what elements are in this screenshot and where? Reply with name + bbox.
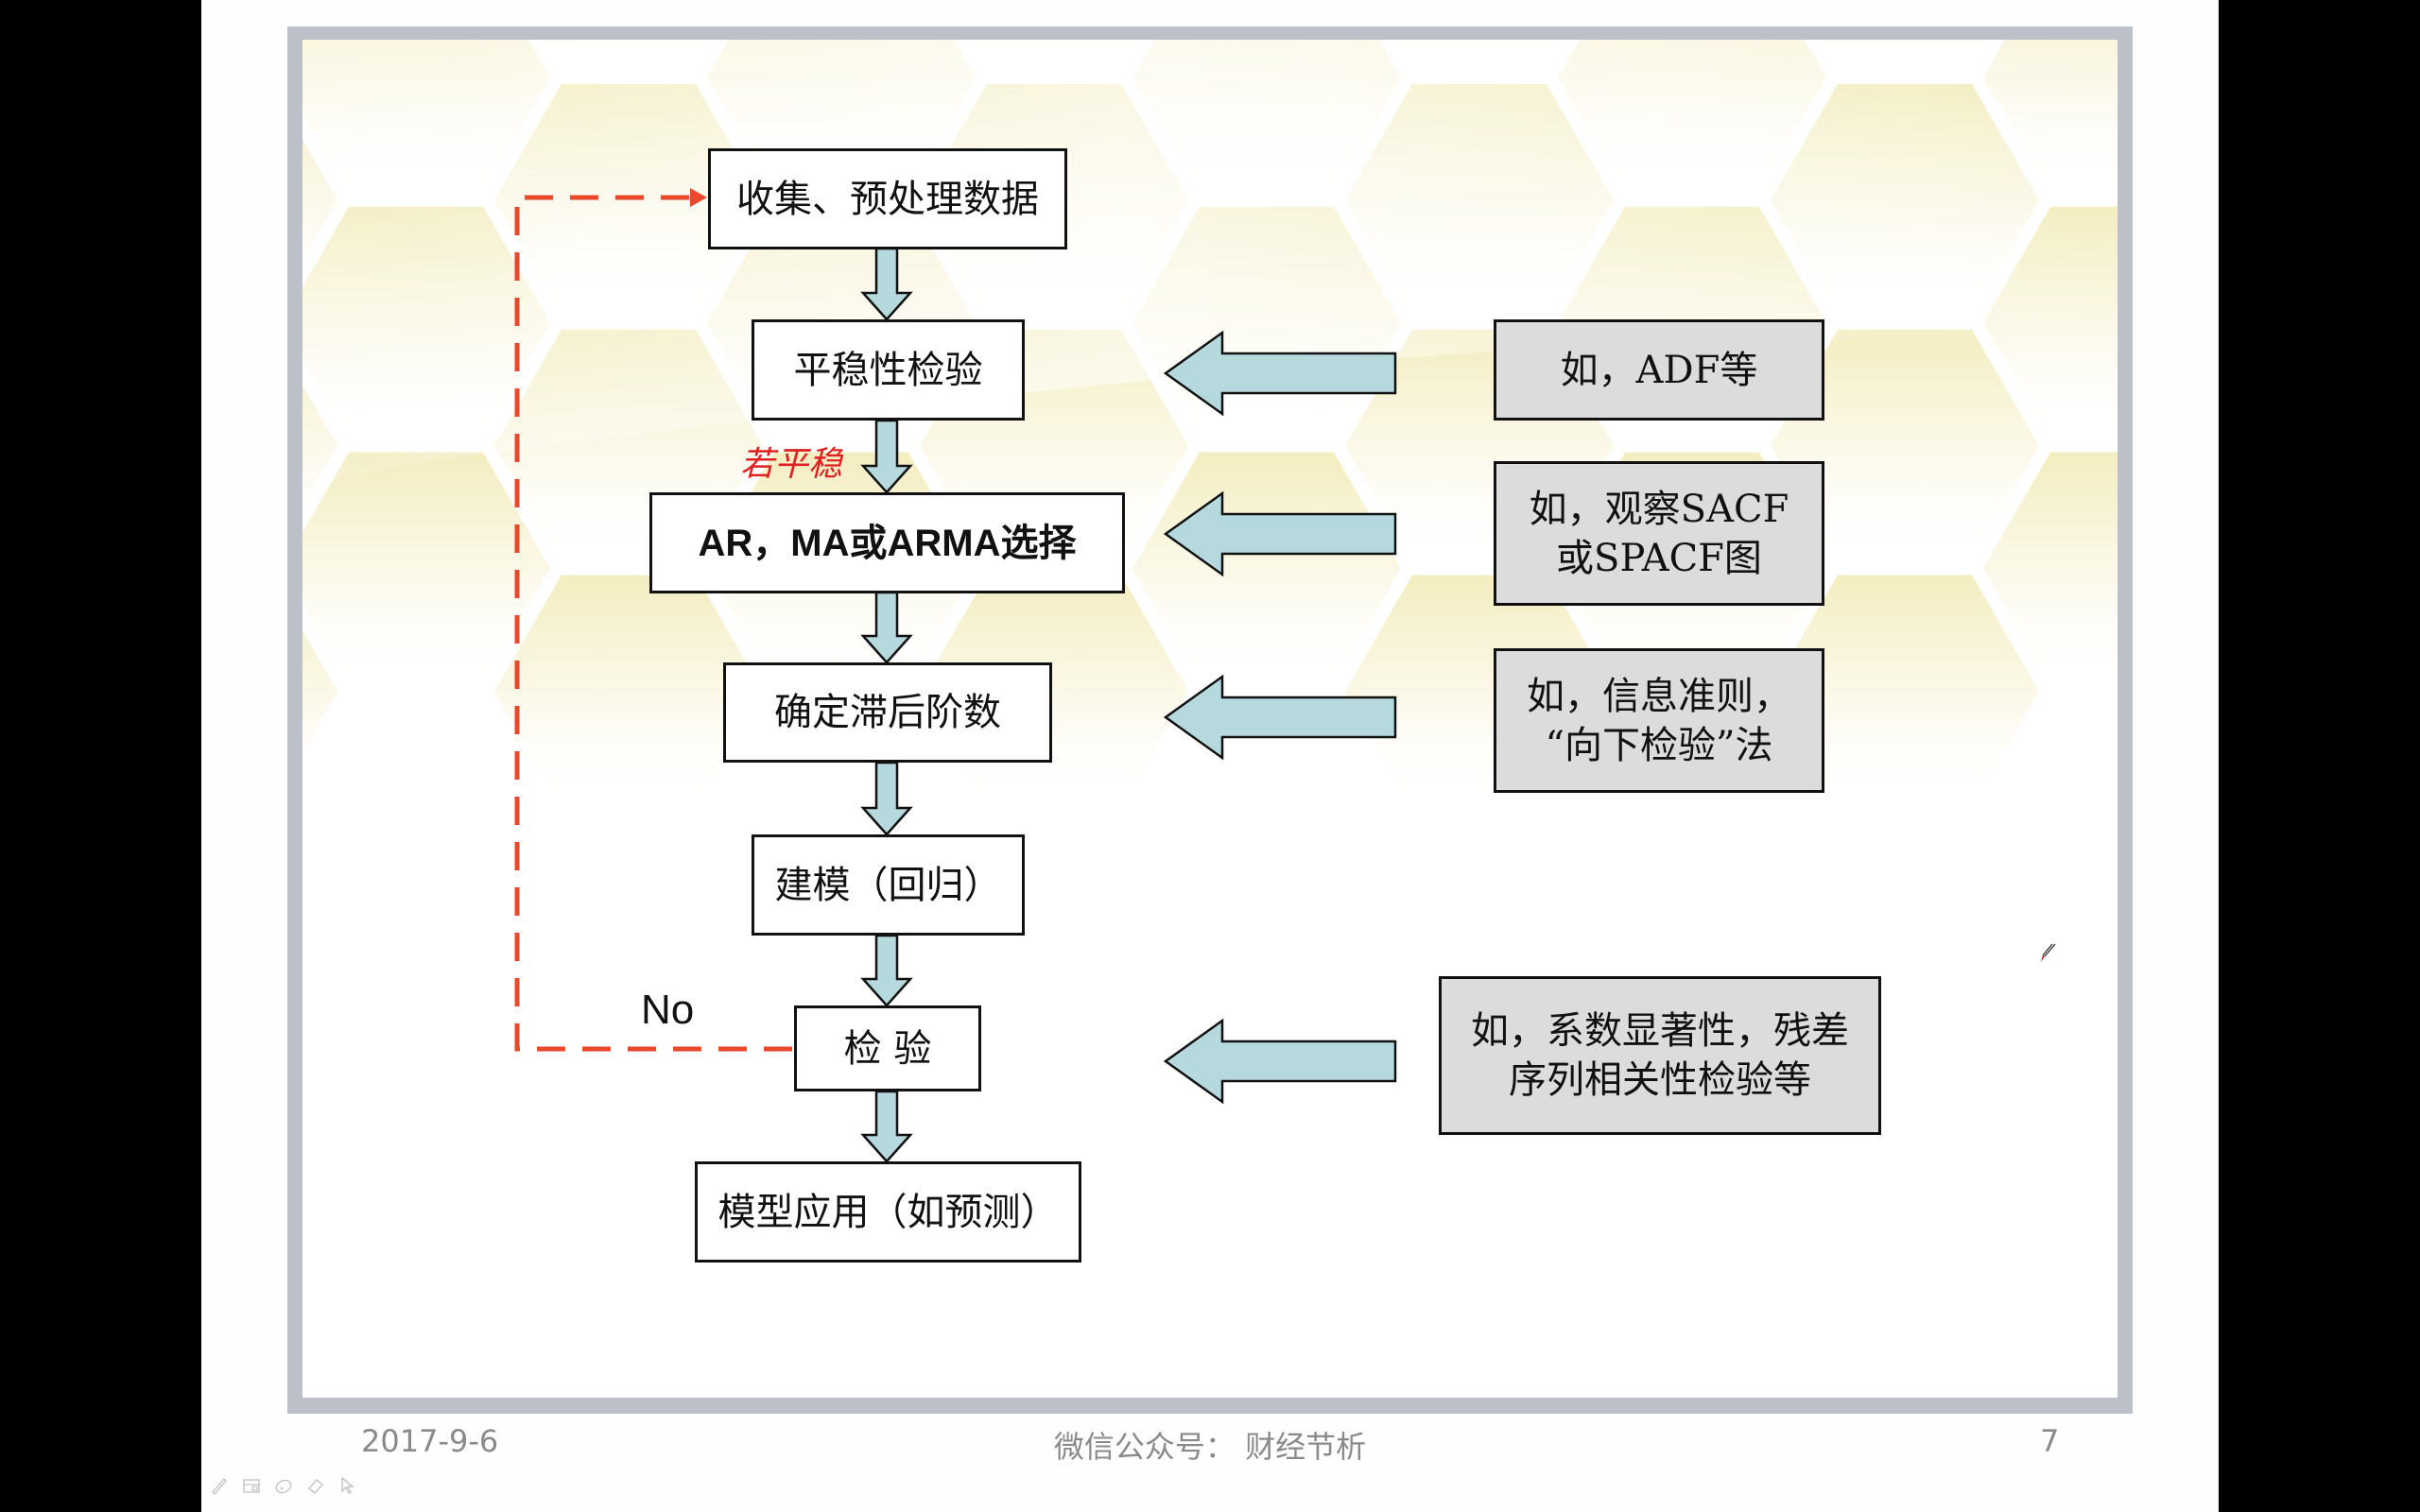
- left-arrow-icon: [1163, 330, 1397, 417]
- footer-date: 2017-9-6: [361, 1423, 499, 1459]
- down-arrow-icon: [860, 247, 913, 321]
- step-stationarity[interactable]: 平稳性检验: [752, 319, 1025, 421]
- pen-cursor-icon: [2040, 943, 2057, 968]
- right-letterbox: [2219, 0, 2420, 1512]
- step-label: 确定滞后阶数: [774, 691, 1001, 734]
- left-letterbox: [0, 0, 201, 1512]
- loop-arrowhead-icon: [690, 188, 707, 207]
- down-arrow-icon: [860, 761, 913, 836]
- left-arrow-icon: [1163, 674, 1397, 761]
- step-label: 收集、预处理数据: [736, 177, 1039, 221]
- step-label: AR，MA或ARMA选择: [698, 522, 1077, 564]
- down-arrow-icon: [860, 934, 913, 1007]
- step-model-select[interactable]: AR，MA或ARMA选择: [649, 492, 1125, 593]
- down-arrow-icon: [860, 419, 913, 494]
- note-sacf[interactable]: 如，观察SACF 或SPACF图: [1494, 461, 1824, 606]
- note-adf[interactable]: 如，ADF等: [1494, 319, 1824, 421]
- highlighter-icon[interactable]: [274, 1476, 293, 1495]
- footer-page-number: 7: [2040, 1423, 2060, 1459]
- hexagon-shape: [1771, 575, 2039, 808]
- footer-source: 微信公众号： 财经节析: [1053, 1429, 1367, 1465]
- step-label: 检 验: [843, 1026, 932, 1071]
- loop-label: No: [641, 987, 695, 1033]
- note-diagnostics[interactable]: 如，系数显著性，残差 序列相关性检验等: [1439, 976, 1881, 1135]
- step-label: 建模（回归）: [774, 863, 1002, 907]
- hexagon-shape: [1771, 329, 2039, 562]
- hexagon-shape: [302, 630, 337, 752]
- step-label: 平稳性检验: [793, 348, 983, 392]
- note-text: 如，信息准则， “向下检验”法: [1527, 674, 1791, 767]
- step-estimate[interactable]: 建模（回归）: [752, 834, 1025, 936]
- slides-grid-icon[interactable]: [242, 1476, 261, 1495]
- step-apply[interactable]: 模型应用（如预测）: [695, 1161, 1081, 1263]
- down-arrow-icon: [860, 591, 913, 664]
- hexagon-shape: [494, 575, 763, 808]
- step-test[interactable]: 检 验: [794, 1005, 981, 1091]
- step-collect[interactable]: 收集、预处理数据: [708, 148, 1067, 249]
- note-text: 如，系数显著性，残差 序列相关性检验等: [1471, 1009, 1849, 1102]
- eraser-icon[interactable]: [306, 1476, 325, 1495]
- loop-back-line: [514, 188, 792, 1052]
- left-arrow-icon: [1163, 490, 1397, 577]
- note-text: 如，观察SACF 或SPACF图: [1529, 487, 1789, 580]
- note-text: 如，ADF等: [1560, 348, 1758, 392]
- step-label: 模型应用（如预测）: [717, 1190, 1059, 1234]
- hexagon-shape: [302, 452, 550, 685]
- down-arrow-icon: [860, 1090, 913, 1163]
- pointer-icon[interactable]: [338, 1476, 357, 1495]
- note-info-criteria[interactable]: 如，信息准则， “向下检验”法: [1494, 648, 1824, 793]
- step-lag-order[interactable]: 确定滞后阶数: [723, 662, 1052, 763]
- condition-label: 若平稳: [740, 445, 843, 484]
- left-arrow-icon: [1163, 1018, 1397, 1105]
- pen-icon[interactable]: [210, 1476, 229, 1495]
- presentation-toolbar: [210, 1476, 357, 1495]
